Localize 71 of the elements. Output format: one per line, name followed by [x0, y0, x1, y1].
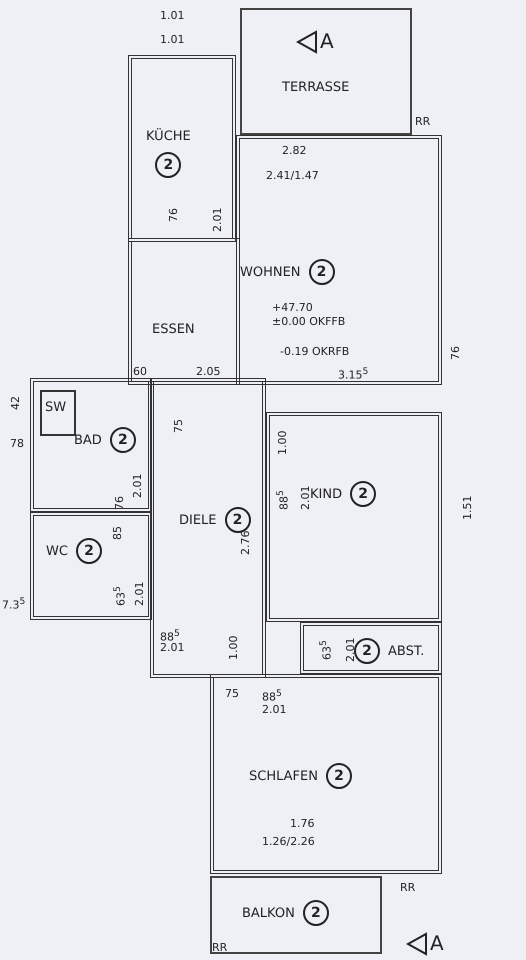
room-area — [30, 378, 152, 512]
room-number: 2 — [155, 152, 182, 178]
dimension-label: 2.41/1.47 — [266, 170, 319, 182]
room-name: BALKON — [242, 906, 295, 920]
dimension-label: 88$^{5}$ — [262, 688, 282, 704]
room-name: WOHNEN — [240, 264, 301, 280]
room-name: KÜCHE — [146, 129, 191, 144]
room-area — [128, 238, 240, 385]
dimension-label: 2.01 — [212, 208, 224, 232]
room-area — [236, 135, 442, 385]
dimension-label: 2.76 — [240, 530, 252, 555]
room-area — [300, 622, 442, 674]
room-area — [30, 512, 152, 620]
dimension-label: 1.00 — [277, 430, 289, 455]
section-label: A — [320, 30, 334, 52]
room-name: KIND — [310, 486, 342, 502]
dimension-label: 2.01 — [134, 582, 146, 606]
dimension-label: 2.01 — [345, 638, 357, 662]
room-name: SW — [45, 400, 66, 415]
dimension-label: 2.01 — [132, 474, 144, 498]
room-area — [210, 674, 442, 874]
note-label: RR — [415, 116, 430, 128]
note-label: RR — [212, 942, 228, 954]
room-name: TERRASSE — [282, 80, 350, 95]
dimension-label: 1.01 — [160, 34, 184, 46]
dimension-label: 2.01 — [262, 704, 286, 716]
dimension-label: 2.05 — [196, 366, 220, 378]
room-area — [40, 390, 76, 436]
dimension-label: 75 — [173, 419, 185, 433]
dimension-label: 76 — [168, 208, 180, 222]
dimension-label: 1.51 — [462, 496, 474, 520]
room-name: BAD — [74, 432, 102, 448]
room-area — [266, 412, 442, 622]
section-label: A — [430, 932, 444, 954]
dimension-label: 76 — [114, 496, 126, 510]
outdoor-area — [210, 876, 382, 954]
dimension-label: 2.01 — [300, 486, 312, 510]
dimension-label: 75 — [225, 688, 239, 700]
level-label: +47.70 — [272, 302, 313, 314]
room-name: WC — [46, 544, 68, 558]
room-number: 2 — [350, 481, 376, 507]
outdoor-area — [240, 8, 412, 135]
room-number: 2 — [308, 259, 335, 285]
dimension-label: 88$^{5}$ — [160, 628, 180, 644]
dimension-label: 78 — [10, 438, 24, 450]
dimension-label: 1.00 — [228, 636, 240, 660]
dimension-label: 2.01 — [160, 642, 184, 654]
level-label: -0.19 OKRFB — [280, 346, 350, 358]
dimension-label: 7.3$^{5}$ — [2, 596, 26, 612]
dimension-label: 1.01 — [160, 10, 184, 22]
room-area — [128, 55, 236, 242]
level-label: ±0.00 OKFFB — [272, 316, 346, 328]
room-number: 2 — [76, 538, 102, 564]
note-label: RR — [400, 882, 416, 894]
dimension-label: 2.82 — [282, 145, 306, 157]
room-number: 2 — [326, 763, 352, 789]
room-name: ABST. — [388, 644, 424, 658]
dimension-label: 76 — [450, 346, 462, 360]
dimension-label: 60 — [133, 366, 147, 378]
room-name: SCHLAFEN — [249, 768, 318, 784]
room-area — [150, 378, 266, 678]
dimension-label: 42 — [10, 396, 22, 410]
room-name: ESSEN — [152, 322, 195, 337]
room-number: 2 — [302, 900, 329, 926]
dimension-label: 1.76 — [290, 818, 314, 830]
dimension-label: 85 — [112, 526, 124, 540]
dimension-label: 1.26/2.26 — [262, 836, 315, 848]
dimension-label: 3.15$^{5}$ — [338, 366, 368, 382]
room-number: 2 — [354, 638, 380, 664]
room-name: DIELE — [179, 512, 217, 528]
room-number: 2 — [110, 427, 136, 453]
